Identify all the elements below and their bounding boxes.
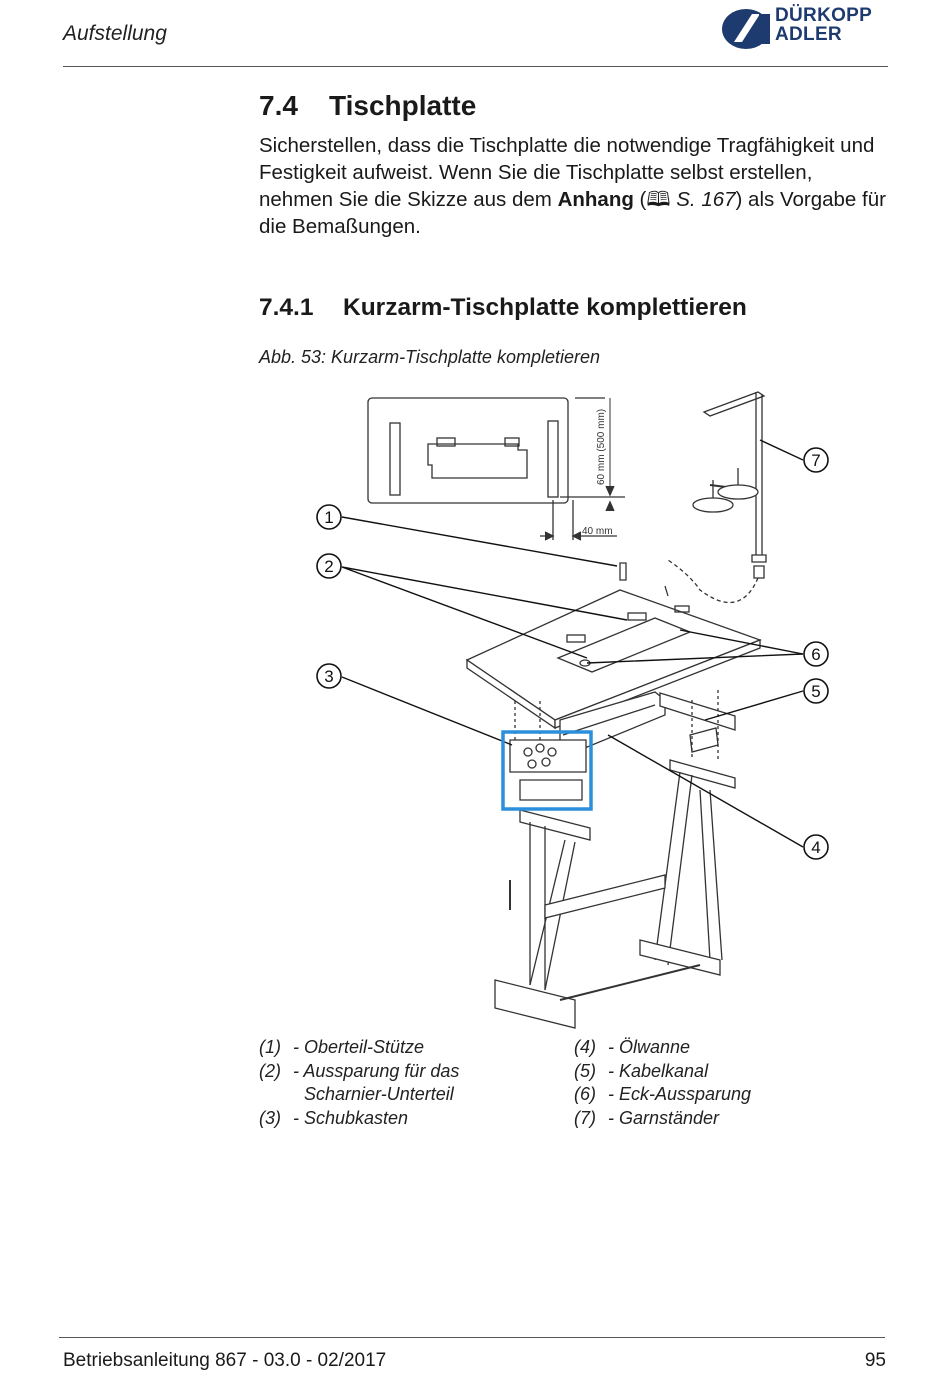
figure-caption: Abb. 53: Kurzarm-Tischplatte kompletiere…	[259, 347, 600, 367]
intro-paragraph: Sicherstellen, dass die Tischplatte die …	[259, 134, 886, 238]
svg-text:2: 2	[324, 557, 333, 576]
drawer-highlight-box	[501, 730, 593, 811]
tabletop-sketch	[367, 397, 569, 504]
legend-left: (1)- Oberteil-Stütze (2)- Aussparung für…	[259, 1036, 459, 1130]
legend-item: Scharnier-Unterteil	[304, 1084, 454, 1104]
legend-right: (4)- Ölwanne (5)- Kabelkanal (6)- Eck-Au…	[574, 1036, 751, 1130]
svg-text:6: 6	[811, 645, 820, 664]
svg-text:1: 1	[324, 508, 333, 527]
subsection-number: 7.4.1	[259, 294, 314, 321]
legend-item: (1)- Oberteil-Stütze	[259, 1037, 425, 1057]
svg-text:3: 3	[324, 667, 333, 686]
section-header-title: Aufstellung	[63, 22, 167, 45]
callout-7	[803, 447, 829, 473]
callout-6	[803, 641, 829, 667]
legend-item: (3)- Schubkasten	[259, 1107, 409, 1128]
svg-text:4: 4	[811, 838, 820, 857]
brand-logo: DÜRKOPP ADLER	[722, 6, 892, 52]
book-icon: 🕮	[646, 188, 671, 211]
page-reference[interactable]: S. 167	[670, 188, 736, 211]
callout-5	[803, 678, 829, 704]
callout-2	[316, 553, 342, 579]
subsection-title: Kurzarm-Tischplatte komplettieren	[343, 294, 747, 321]
callout-3	[316, 663, 342, 689]
section-heading: 7.4 Tischplatte	[259, 90, 476, 122]
svg-text:7: 7	[811, 451, 820, 470]
dimension-label-horizontal: 40 mm	[582, 526, 613, 537]
svg-text:5: 5	[811, 682, 820, 701]
legend-item: (5)- Kabelkanal	[574, 1060, 709, 1081]
table-assembly-drawing: 60 mm (500 mm) 40 mm 1 2 3 4 5 6 7	[316, 391, 829, 1029]
callout-1	[316, 504, 342, 530]
section-title: Tischplatte	[329, 90, 477, 121]
legend-item: (7)- Garnständer	[574, 1107, 720, 1128]
footer-rule	[59, 1337, 885, 1338]
dimension-label-vertical: 60 mm (500 mm)	[596, 409, 607, 485]
page-number: 95	[864, 1350, 886, 1371]
header-rule	[63, 66, 888, 67]
footer-document-id: Betriebsanleitung 867 - 03.0 - 02/2017	[63, 1350, 387, 1371]
section-number: 7.4	[259, 90, 298, 121]
legend-item: (6)- Eck-Aussparung	[574, 1084, 752, 1104]
legend-item: (4)- Ölwanne	[574, 1037, 691, 1057]
callout-4	[803, 834, 829, 860]
logo-icon	[722, 9, 770, 49]
appendix-link[interactable]: Anhang	[557, 188, 634, 211]
subsection-heading: 7.4.1 Kurzarm-Tischplatte komplettieren	[259, 294, 747, 322]
logo-wordmark: DÜRKOPP ADLER	[775, 5, 873, 45]
legend-item: (2)- Aussparung für das	[259, 1060, 460, 1081]
